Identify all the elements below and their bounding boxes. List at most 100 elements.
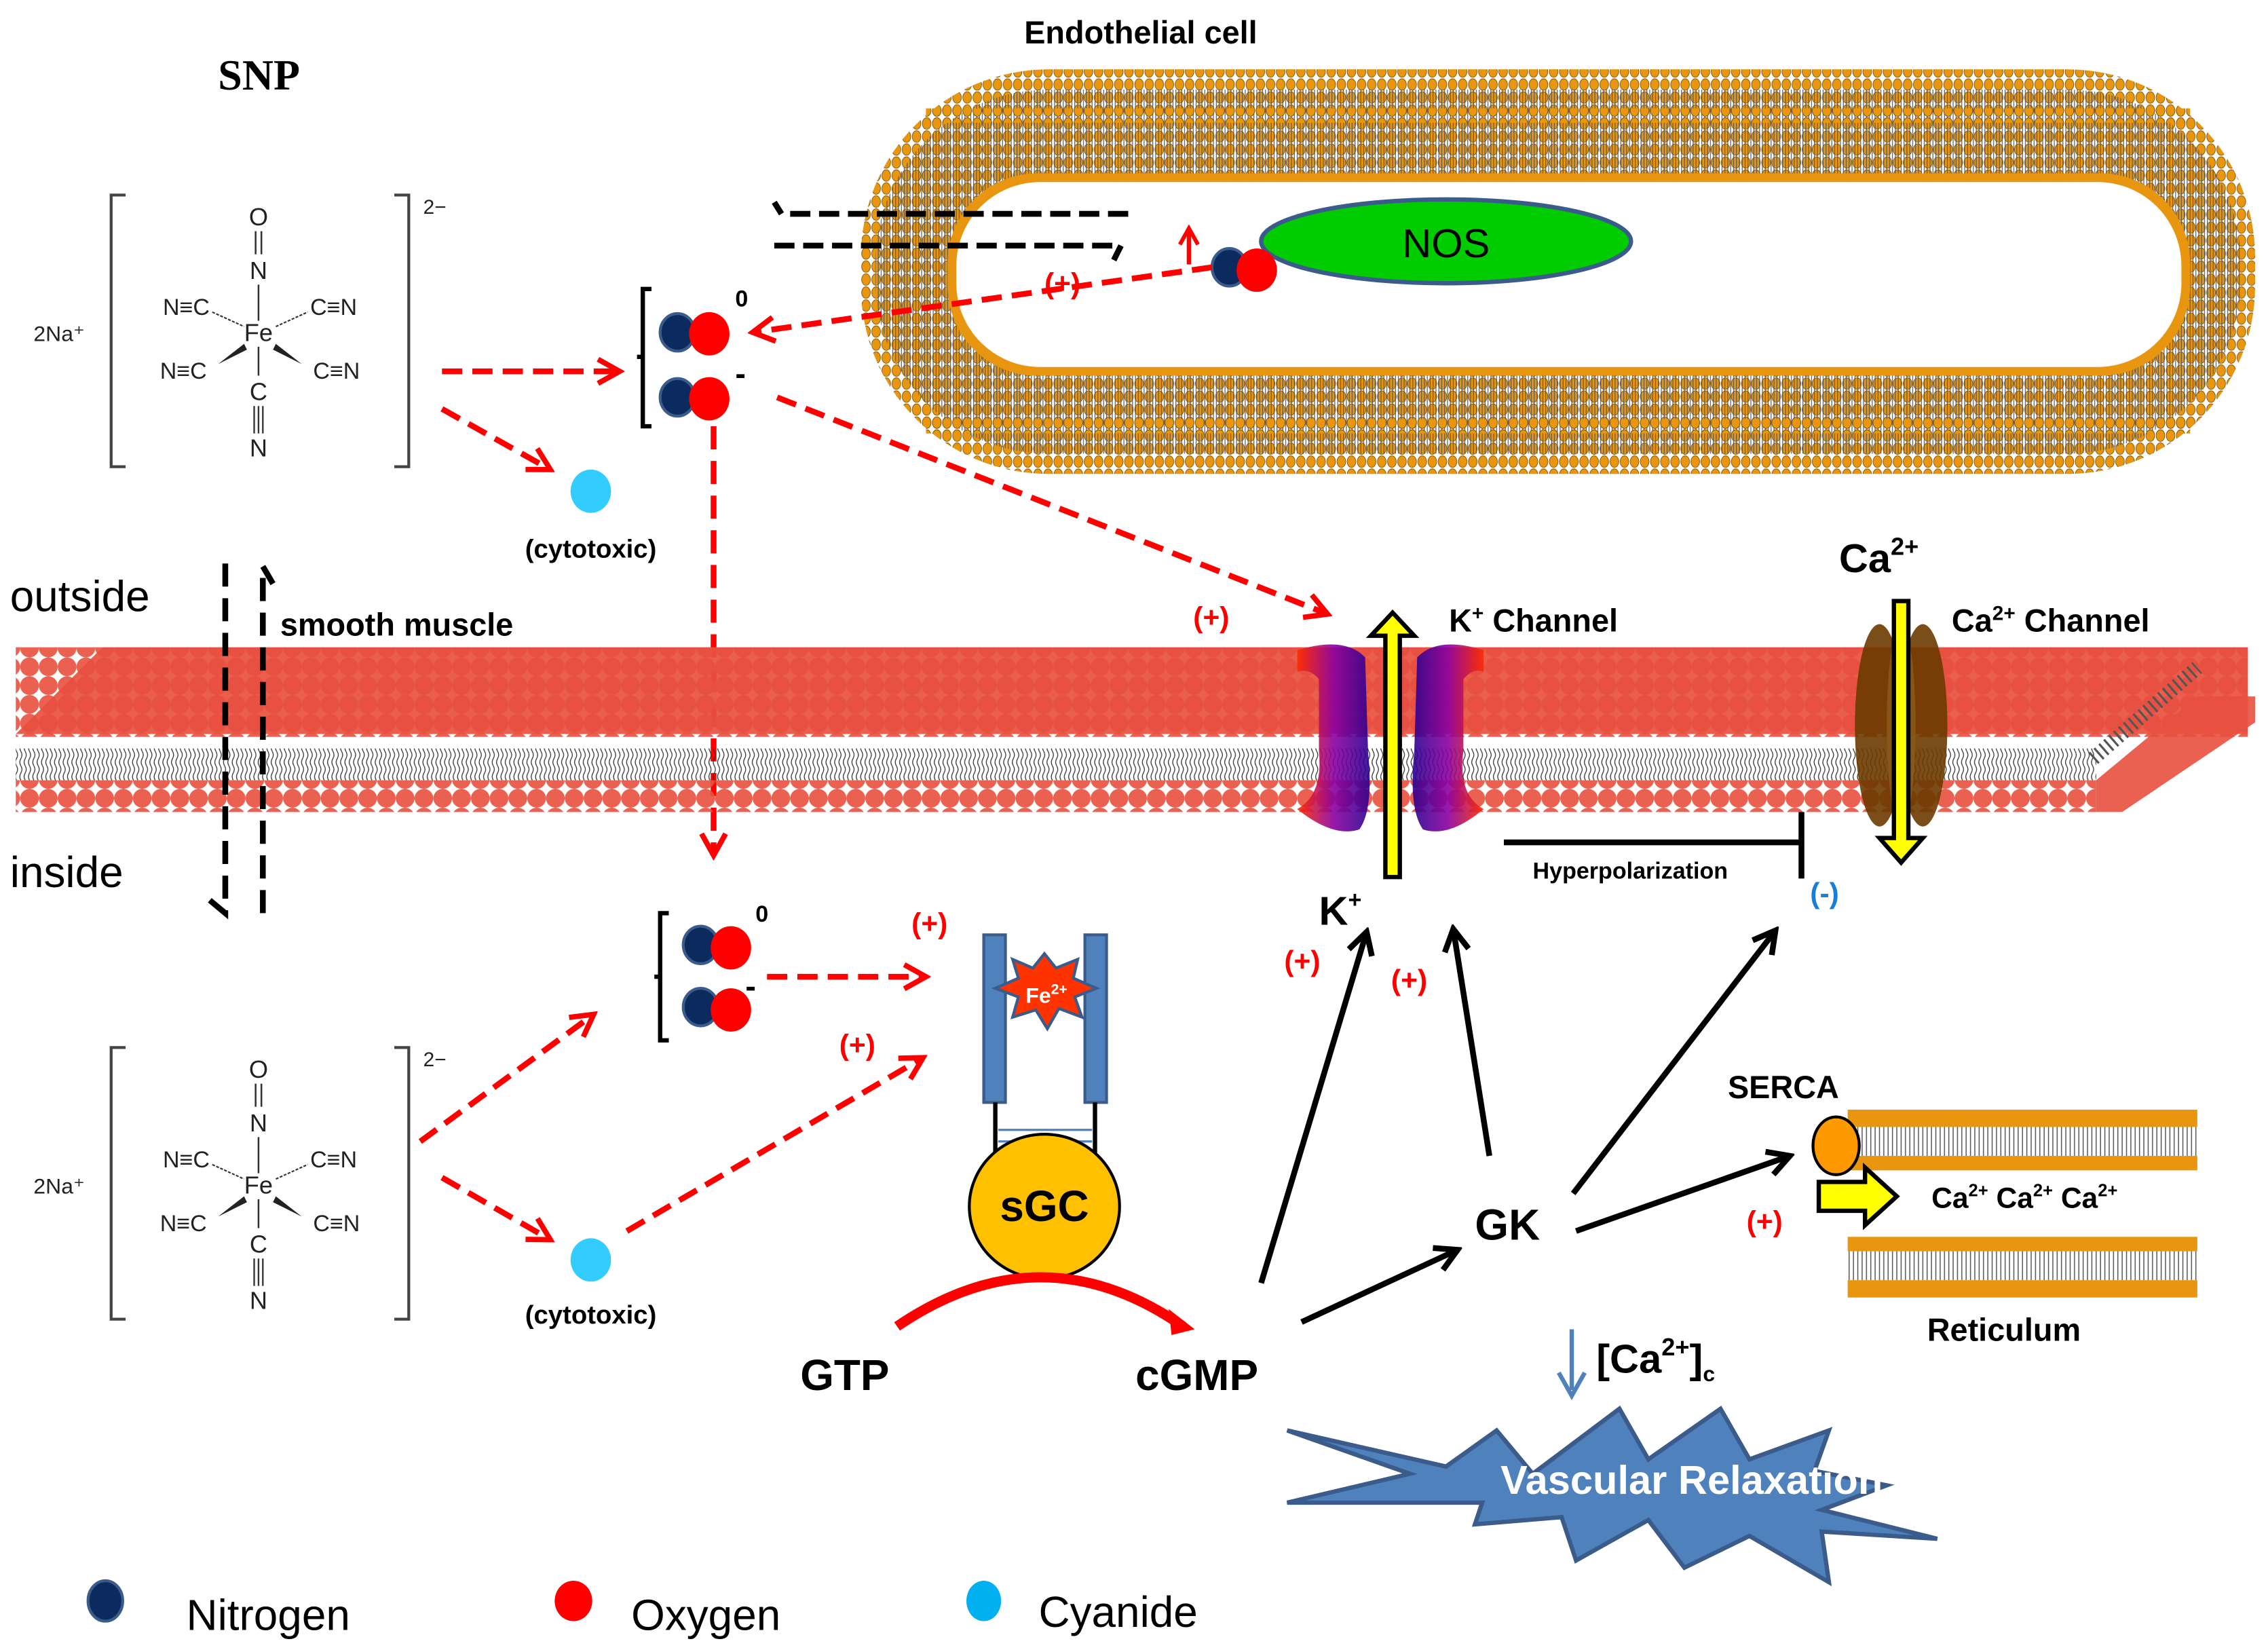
snp-atom-fe: Fe xyxy=(244,1171,273,1199)
serca-label: SERCA xyxy=(1728,1070,1839,1105)
gtp-label: GTP xyxy=(800,1351,889,1400)
black-dashed-arrows-membrane xyxy=(206,555,276,920)
snp-counter-ion: 2Na⁺ xyxy=(33,321,84,345)
nos-label: NOS xyxy=(1402,221,1490,266)
snp-ligand-ll: N≡C xyxy=(160,358,207,384)
arrow-snp-to-cyanide-inside xyxy=(440,1175,550,1240)
bracket-left xyxy=(109,1046,126,1321)
arrow-cyanide-to-sgc xyxy=(625,1057,923,1234)
outside-label: outside xyxy=(10,571,150,620)
arrow-cgmp-to-k xyxy=(1258,932,1366,1284)
snp-ligand-ul: N≡C xyxy=(163,295,210,320)
plus-gk-k: (+) xyxy=(1391,964,1427,996)
snp-atom-n: N xyxy=(250,1109,267,1137)
inhibition-minus: (-) xyxy=(1810,878,1839,910)
gtp-to-cgmp-arrowhead xyxy=(1169,1309,1195,1336)
bond xyxy=(212,311,245,328)
cyanide-inside xyxy=(570,1238,611,1282)
cgmp-label: cGMP xyxy=(1135,1351,1258,1400)
charge-minus-top: - xyxy=(735,356,746,391)
snp-ligand-lr: C≡N xyxy=(313,358,360,384)
inside-label: inside xyxy=(10,848,124,897)
wedge-bond xyxy=(273,343,302,364)
vascular-relaxation-burst xyxy=(1286,1405,1938,1587)
snp-ligand-ur: C≡N xyxy=(310,1147,357,1173)
cyanide-top xyxy=(570,469,611,513)
gk-label: GK xyxy=(1475,1201,1540,1250)
arrow-gk-to-serca xyxy=(1575,1156,1790,1234)
bracket-left xyxy=(109,193,126,468)
k-channel-label: K+ Channel xyxy=(1449,602,1618,638)
snp-atom-c: C xyxy=(250,378,267,406)
plus-no-sgc: (+) xyxy=(911,907,947,940)
plus-k-channel: (+) xyxy=(1193,601,1229,634)
legend-label-oxygen: Oxygen xyxy=(631,1590,780,1639)
fe-label: Fe2+ xyxy=(1025,981,1067,1008)
reticulum xyxy=(1847,1109,2197,1298)
arrow-snp-to-no-inside xyxy=(418,1014,593,1144)
wedge-bond xyxy=(218,343,247,364)
charge-zero-inside: 0 xyxy=(755,901,768,927)
serca-transport-arrow xyxy=(1816,1162,1900,1231)
snp-atom-o: O xyxy=(249,1055,268,1083)
gtp-to-cgmp-arrow xyxy=(894,1272,1186,1331)
plus-gk-serca: (+) xyxy=(1747,1205,1783,1238)
wedge-bond xyxy=(218,1196,247,1217)
no-species-top xyxy=(637,286,730,429)
legend-item-nitrogen: Nitrogen xyxy=(86,1579,350,1639)
smooth-muscle-label: smooth muscle xyxy=(280,607,513,643)
legend-label-nitrogen: Nitrogen xyxy=(186,1590,349,1639)
snp-atom-n: N xyxy=(250,434,267,462)
endothelial-cell xyxy=(861,69,2255,474)
plus-cyanide-sgc: (+) xyxy=(839,1029,875,1062)
snp-ligand-ll: N≡C xyxy=(160,1211,207,1237)
charge-minus-inside: - xyxy=(745,969,756,1004)
legend-item-oxygen: Oxygen xyxy=(554,1580,780,1639)
arrow-snp-to-cyanide-top xyxy=(440,406,550,469)
snp-charge: 2− xyxy=(423,196,447,219)
snp-atom-n: N xyxy=(250,1287,267,1315)
plus-endothelial: (+) xyxy=(1044,267,1080,300)
hyperpolarization-inhibition xyxy=(1503,812,1804,879)
cytotoxic-top: (cytotoxic) xyxy=(525,535,657,564)
snp-atom-fe: Fe xyxy=(244,318,273,346)
hyperpolarization-label: Hyperpolarization xyxy=(1533,858,1728,884)
smooth-muscle-membrane xyxy=(16,647,2255,812)
arrow-no-to-k-channel xyxy=(776,394,1327,614)
snp-ligand-ul: N≡C xyxy=(163,1147,210,1173)
cytotoxic-inside: (cytotoxic) xyxy=(525,1300,657,1330)
arrow-nos-to-no xyxy=(753,264,1213,333)
plus-cgmp-k: (+) xyxy=(1284,945,1320,978)
arrow-gk-to-ca-channel xyxy=(1570,931,1775,1196)
snp-charge: 2− xyxy=(423,1049,447,1071)
nos-enzyme xyxy=(1259,197,1633,286)
arrow-gk-to-k xyxy=(1453,929,1492,1157)
bond xyxy=(276,311,308,328)
ca-decrease-arrowhead xyxy=(1557,1371,1587,1400)
ca-influx-arrow xyxy=(1874,599,1928,866)
snp-title: SNP xyxy=(218,51,300,99)
snp-ligand-ur: C≡N xyxy=(310,295,357,320)
ca-stored-label: Ca2+ Ca2+ Ca2+ xyxy=(1931,1182,2117,1215)
vascular-relaxation-label: Vascular Relaxation xyxy=(1500,1457,1883,1503)
no-molecule-endothelial xyxy=(1210,247,1277,293)
snp-atom-c: C xyxy=(250,1231,267,1258)
reticulum-label: Reticulum xyxy=(1927,1313,2081,1348)
bracket-right xyxy=(394,1046,411,1321)
arrow-cgmp-to-gk xyxy=(1300,1250,1458,1325)
charge-zero-top: 0 xyxy=(735,286,748,312)
serca-pump xyxy=(1811,1115,1861,1176)
snp-atom-o: O xyxy=(249,203,268,231)
snp-counter-ion: 2Na⁺ xyxy=(33,1174,84,1198)
cytosolic-ca-label: [Ca2+]c xyxy=(1596,1333,1715,1386)
legend-item-cyanide: Cyanide xyxy=(966,1580,1198,1636)
bracket-right xyxy=(394,193,411,468)
k-efflux-arrow xyxy=(1365,609,1420,880)
ca-channel-label: Ca2+ Channel xyxy=(1952,602,2150,638)
ca-top-label: Ca2+ xyxy=(1839,532,1919,581)
snp-atom-n: N xyxy=(250,257,267,284)
snp-ligand-lr: C≡N xyxy=(313,1211,360,1237)
